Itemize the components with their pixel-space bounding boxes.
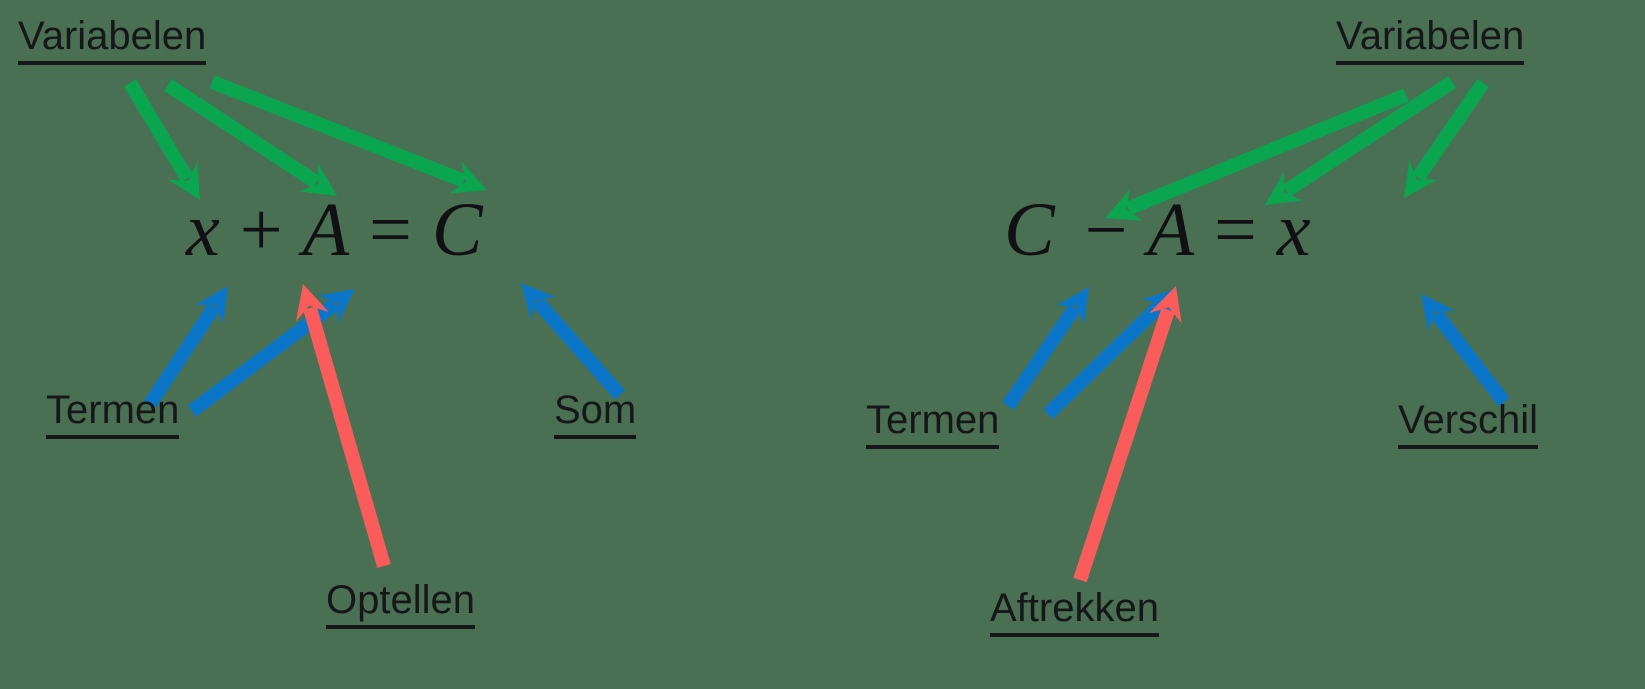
- arrow-variabelen-to-c: [209, 75, 487, 194]
- equation-subtraction-operator: −: [1084, 188, 1128, 272]
- equation-subtraction-right-term: A: [1147, 188, 1195, 272]
- label-aftrekken: Aftrekken: [990, 588, 1159, 637]
- equation-addition-operator: +: [239, 188, 283, 272]
- label-som: Som: [554, 390, 637, 439]
- arrow-optellen-to-plus: [296, 284, 391, 568]
- equation-subtraction-equals: =: [1214, 188, 1257, 272]
- equation-addition-right-term: A: [302, 188, 350, 272]
- equation-addition-equals: =: [369, 188, 412, 272]
- label-aftrekken-text: Aftrekken: [990, 588, 1159, 637]
- arrow-som-to-c: [521, 283, 626, 400]
- label-verschil-text: Verschil: [1398, 400, 1539, 449]
- arrow-termen-to-c: [1002, 287, 1089, 410]
- label-termen-left-text: Termen: [46, 390, 180, 439]
- arrow-verschil-to-x: [1421, 294, 1510, 407]
- label-termen-right: Termen: [866, 400, 1000, 449]
- label-termen-right-text: Termen: [866, 400, 1000, 449]
- arrow-variabelen-to-a: [1265, 76, 1456, 205]
- arrow-variabelen-to-x: [1404, 79, 1489, 198]
- arrow-termen-to-a: [187, 289, 355, 417]
- label-variabelen-right-text: Variabelen: [1336, 16, 1525, 65]
- arrow-variabelen-to-a: [164, 79, 337, 196]
- label-variabelen-left: Variabelen: [18, 16, 207, 65]
- label-termen-left: Termen: [46, 390, 180, 439]
- label-verschil: Verschil: [1398, 400, 1539, 449]
- arrow-termen-to-a: [1043, 288, 1178, 420]
- equation-subtraction-left-term: C: [1004, 188, 1055, 272]
- arrow-aftrekken-to-minus: [1073, 286, 1182, 583]
- equation-addition-result: C: [431, 188, 483, 272]
- equation-addition: x+A=C: [186, 192, 483, 268]
- equation-subtraction: C−A=x: [1004, 192, 1311, 268]
- arrow-variabelen-to-x: [123, 79, 200, 200]
- label-variabelen-left-text: Variabelen: [18, 16, 207, 65]
- label-optellen-text: Optellen: [326, 580, 475, 629]
- equation-addition-left-term: x: [186, 188, 220, 272]
- arrow-termen-to-x: [144, 286, 228, 408]
- equation-subtraction-result: x: [1276, 188, 1311, 272]
- label-variabelen-right: Variabelen: [1336, 16, 1525, 65]
- label-som-text: Som: [554, 390, 637, 439]
- label-optellen: Optellen: [326, 580, 475, 629]
